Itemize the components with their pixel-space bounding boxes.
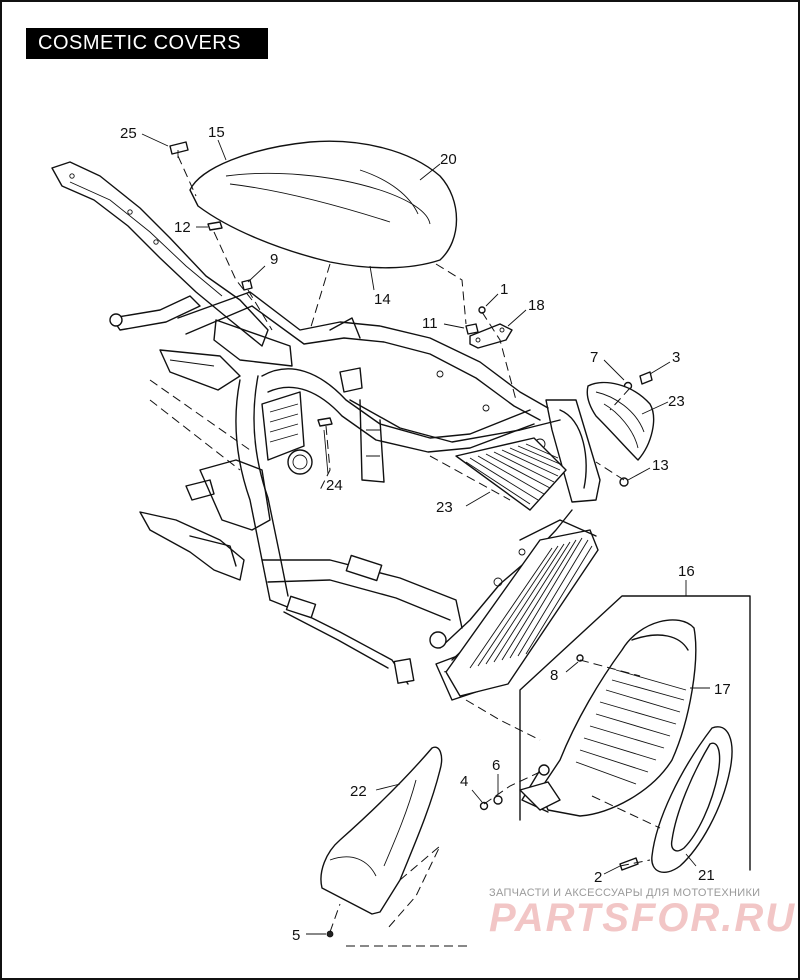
callout-4: 4: [460, 773, 468, 790]
callout-1: 1: [500, 281, 508, 298]
part-16-assembly: [519, 595, 751, 874]
callout-8: 8: [550, 667, 558, 684]
callout-3: 3: [672, 349, 680, 366]
callout-numbers: 25 15 12 9 14 20 1 11 18 7 3 23 13 24 23…: [120, 124, 731, 944]
radiator-assembly: [445, 519, 599, 697]
callout-15: 15: [208, 124, 225, 141]
callout-2: 2: [594, 869, 602, 886]
callout-9: 9: [270, 251, 278, 268]
callout-18: 18: [528, 297, 545, 314]
part-20-cover: [189, 140, 458, 269]
leader-lines: [141, 133, 710, 935]
part-22-lower-cover: [320, 746, 443, 915]
watermark-caption: ЗАПЧАСТИ И АКСЕССУАРЫ ДЛЯ МОТОТЕХНИКИ: [489, 887, 761, 899]
callout-5: 5: [292, 927, 300, 944]
watermark-logo: PARTSFOR.RU: [489, 896, 797, 940]
part-23-grille: [455, 437, 567, 511]
callout-12: 12: [174, 219, 191, 236]
small-hardware: [169, 141, 653, 938]
diagram-title: COSMETIC COVERS: [26, 28, 268, 59]
callout-6: 6: [492, 757, 500, 774]
callout-16: 16: [678, 563, 695, 580]
callout-21: 21: [698, 867, 715, 884]
part-23-side-cover: [586, 381, 655, 461]
callout-25: 25: [120, 125, 137, 142]
callout-20: 20: [440, 151, 457, 168]
callout-17: 17: [714, 681, 731, 698]
motorcycle-frame: [51, 161, 601, 701]
callout-24: 24: [326, 477, 343, 494]
callout-23-lower: 23: [436, 499, 453, 516]
callout-7: 7: [590, 349, 598, 366]
callout-11: 11: [422, 315, 438, 332]
callout-13: 13: [652, 457, 669, 474]
callout-22: 22: [350, 783, 367, 800]
alignment-lines: [149, 155, 661, 947]
callout-14: 14: [374, 291, 391, 308]
callout-23-upper: 23: [668, 393, 685, 410]
